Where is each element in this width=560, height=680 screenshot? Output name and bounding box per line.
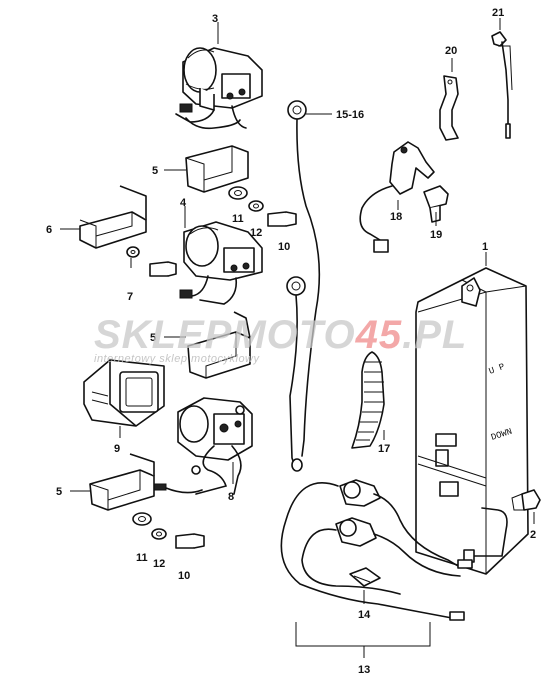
lock-washer-12-upper[interactable] bbox=[248, 200, 264, 212]
bracket-5-top[interactable] bbox=[185, 145, 249, 193]
callout-18: 18 bbox=[390, 211, 402, 223]
callout-10-lower: 10 bbox=[178, 570, 190, 582]
callout-15-16: 15-16 bbox=[336, 109, 364, 121]
fuse-14[interactable] bbox=[349, 567, 381, 587]
callout-11-lower: 11 bbox=[136, 552, 148, 564]
watermark: SKLEPMOTO45.PL internetowy sklep motocyk… bbox=[94, 313, 467, 365]
callout-3: 3 bbox=[212, 13, 218, 25]
watermark-tagline: internetowy sklep motocyklowy bbox=[94, 353, 261, 365]
callout-17: 17 bbox=[378, 443, 390, 455]
callout-6: 6 bbox=[46, 224, 52, 236]
watermark-brand-main: SKLEPMOTO bbox=[94, 313, 356, 357]
bracket-18[interactable] bbox=[359, 141, 435, 253]
washer-11-upper[interactable] bbox=[228, 186, 248, 200]
callout-5-lower: 5 bbox=[56, 486, 62, 498]
callout-11-upper: 11 bbox=[232, 213, 244, 225]
screw-7[interactable] bbox=[149, 261, 177, 277]
rubber-cover-9[interactable] bbox=[83, 359, 165, 427]
svg-text:SKLEPMOTO45.PL: SKLEPMOTO45.PL bbox=[94, 313, 467, 357]
bracket-5-middle[interactable] bbox=[187, 311, 251, 379]
bolt-10-upper[interactable] bbox=[267, 211, 297, 227]
callout-13: 13 bbox=[358, 664, 370, 676]
callout-12-lower: 12 bbox=[153, 558, 165, 570]
callout-1: 1 bbox=[482, 241, 488, 253]
callout-5-middle: 5 bbox=[150, 332, 156, 344]
fuse-wire-21[interactable] bbox=[491, 31, 513, 139]
callout-20: 20 bbox=[445, 45, 457, 57]
bracket-6[interactable] bbox=[79, 185, 147, 249]
callout-labels: 3 5 11 4 12 10 6 7 5 9 8 5 11 12 10 15-1… bbox=[46, 7, 536, 676]
bracket-5-lower[interactable] bbox=[89, 453, 155, 511]
callout-4: 4 bbox=[180, 197, 187, 209]
callout-21: 21 bbox=[492, 7, 504, 19]
washer-11-lower[interactable] bbox=[132, 512, 152, 526]
callout-9: 9 bbox=[114, 443, 120, 455]
callout-2: 2 bbox=[530, 529, 536, 541]
relay-8[interactable] bbox=[153, 397, 253, 495]
tube-17[interactable] bbox=[351, 351, 385, 449]
relay-4[interactable] bbox=[179, 221, 263, 305]
callout-10-upper: 10 bbox=[278, 241, 290, 253]
watermark-brand-suffix: .PL bbox=[402, 313, 467, 357]
leader-lines bbox=[60, 18, 535, 658]
callout-7: 7 bbox=[127, 291, 133, 303]
callout-14: 14 bbox=[358, 609, 371, 621]
fuse-box-1[interactable] bbox=[415, 267, 529, 575]
callout-5-top: 5 bbox=[152, 165, 158, 177]
callout-12-upper: 12 bbox=[250, 227, 262, 239]
lock-washer-12-lower[interactable] bbox=[151, 528, 167, 540]
callout-8: 8 bbox=[228, 491, 234, 503]
starter-relay-3[interactable] bbox=[175, 47, 263, 130]
battery-lead-15-16[interactable] bbox=[286, 100, 321, 472]
bolt-10-lower[interactable] bbox=[175, 533, 205, 549]
clamp-20[interactable] bbox=[439, 75, 459, 141]
bolt-19[interactable] bbox=[423, 185, 449, 223]
fuse-holder-harness-13[interactable] bbox=[280, 479, 473, 621]
watermark-brand-accent: 45 bbox=[355, 313, 403, 357]
screw-2[interactable] bbox=[511, 489, 541, 511]
washer-7[interactable] bbox=[126, 246, 140, 258]
callout-19: 19 bbox=[430, 229, 442, 241]
